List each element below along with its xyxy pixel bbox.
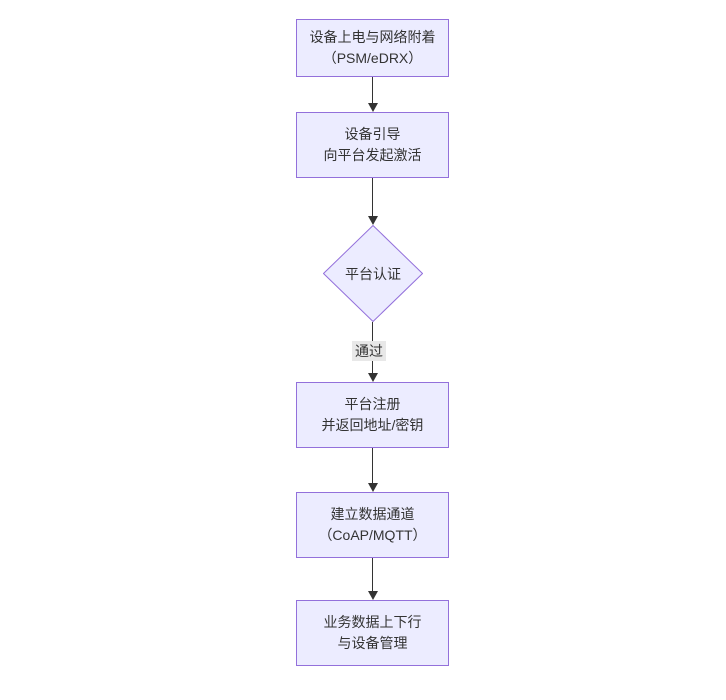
- node-data-channel: 建立数据通道 （CoAP/MQTT）: [296, 492, 449, 558]
- node-device-bootstrap: 设备引导 向平台发起激活: [296, 112, 449, 178]
- edge-label-pass: 通过: [352, 341, 386, 361]
- node-label-line: 并返回地址/密钥: [321, 417, 424, 433]
- node-power-network-attach: 设备上电与网络附着 （PSM/eDRX）: [296, 19, 449, 77]
- diamond-shape: [323, 225, 423, 322]
- flow-edge: [372, 178, 373, 216]
- arrowhead-icon: [368, 591, 378, 600]
- flow-edge: [372, 448, 373, 483]
- arrowhead-icon: [368, 373, 378, 382]
- node-label-line: 平台注册: [344, 396, 401, 412]
- node-label-line: 建立数据通道: [330, 506, 415, 522]
- node-business-data: 业务数据上下行 与设备管理: [296, 600, 449, 666]
- node-label-line: （PSM/eDRX）: [322, 50, 423, 66]
- node-label-line: 业务数据上下行: [323, 614, 422, 630]
- arrowhead-icon: [368, 483, 378, 492]
- arrowhead-icon: [368, 216, 378, 225]
- node-label-line: 与设备管理: [337, 635, 408, 651]
- node-label-line: 设备引导: [344, 126, 401, 142]
- node-platform-auth-decision: 平台认证: [323, 225, 423, 322]
- node-label-line: 向平台发起激活: [323, 147, 422, 163]
- arrowhead-icon: [368, 103, 378, 112]
- node-label-line: 设备上电与网络附着: [309, 29, 436, 45]
- flow-edge: [372, 77, 373, 104]
- node-label-line: 平台认证: [345, 265, 401, 282]
- node-platform-register: 平台注册 并返回地址/密钥: [296, 382, 449, 448]
- flow-edge: [372, 558, 373, 591]
- node-label-line: （CoAP/MQTT）: [318, 527, 427, 543]
